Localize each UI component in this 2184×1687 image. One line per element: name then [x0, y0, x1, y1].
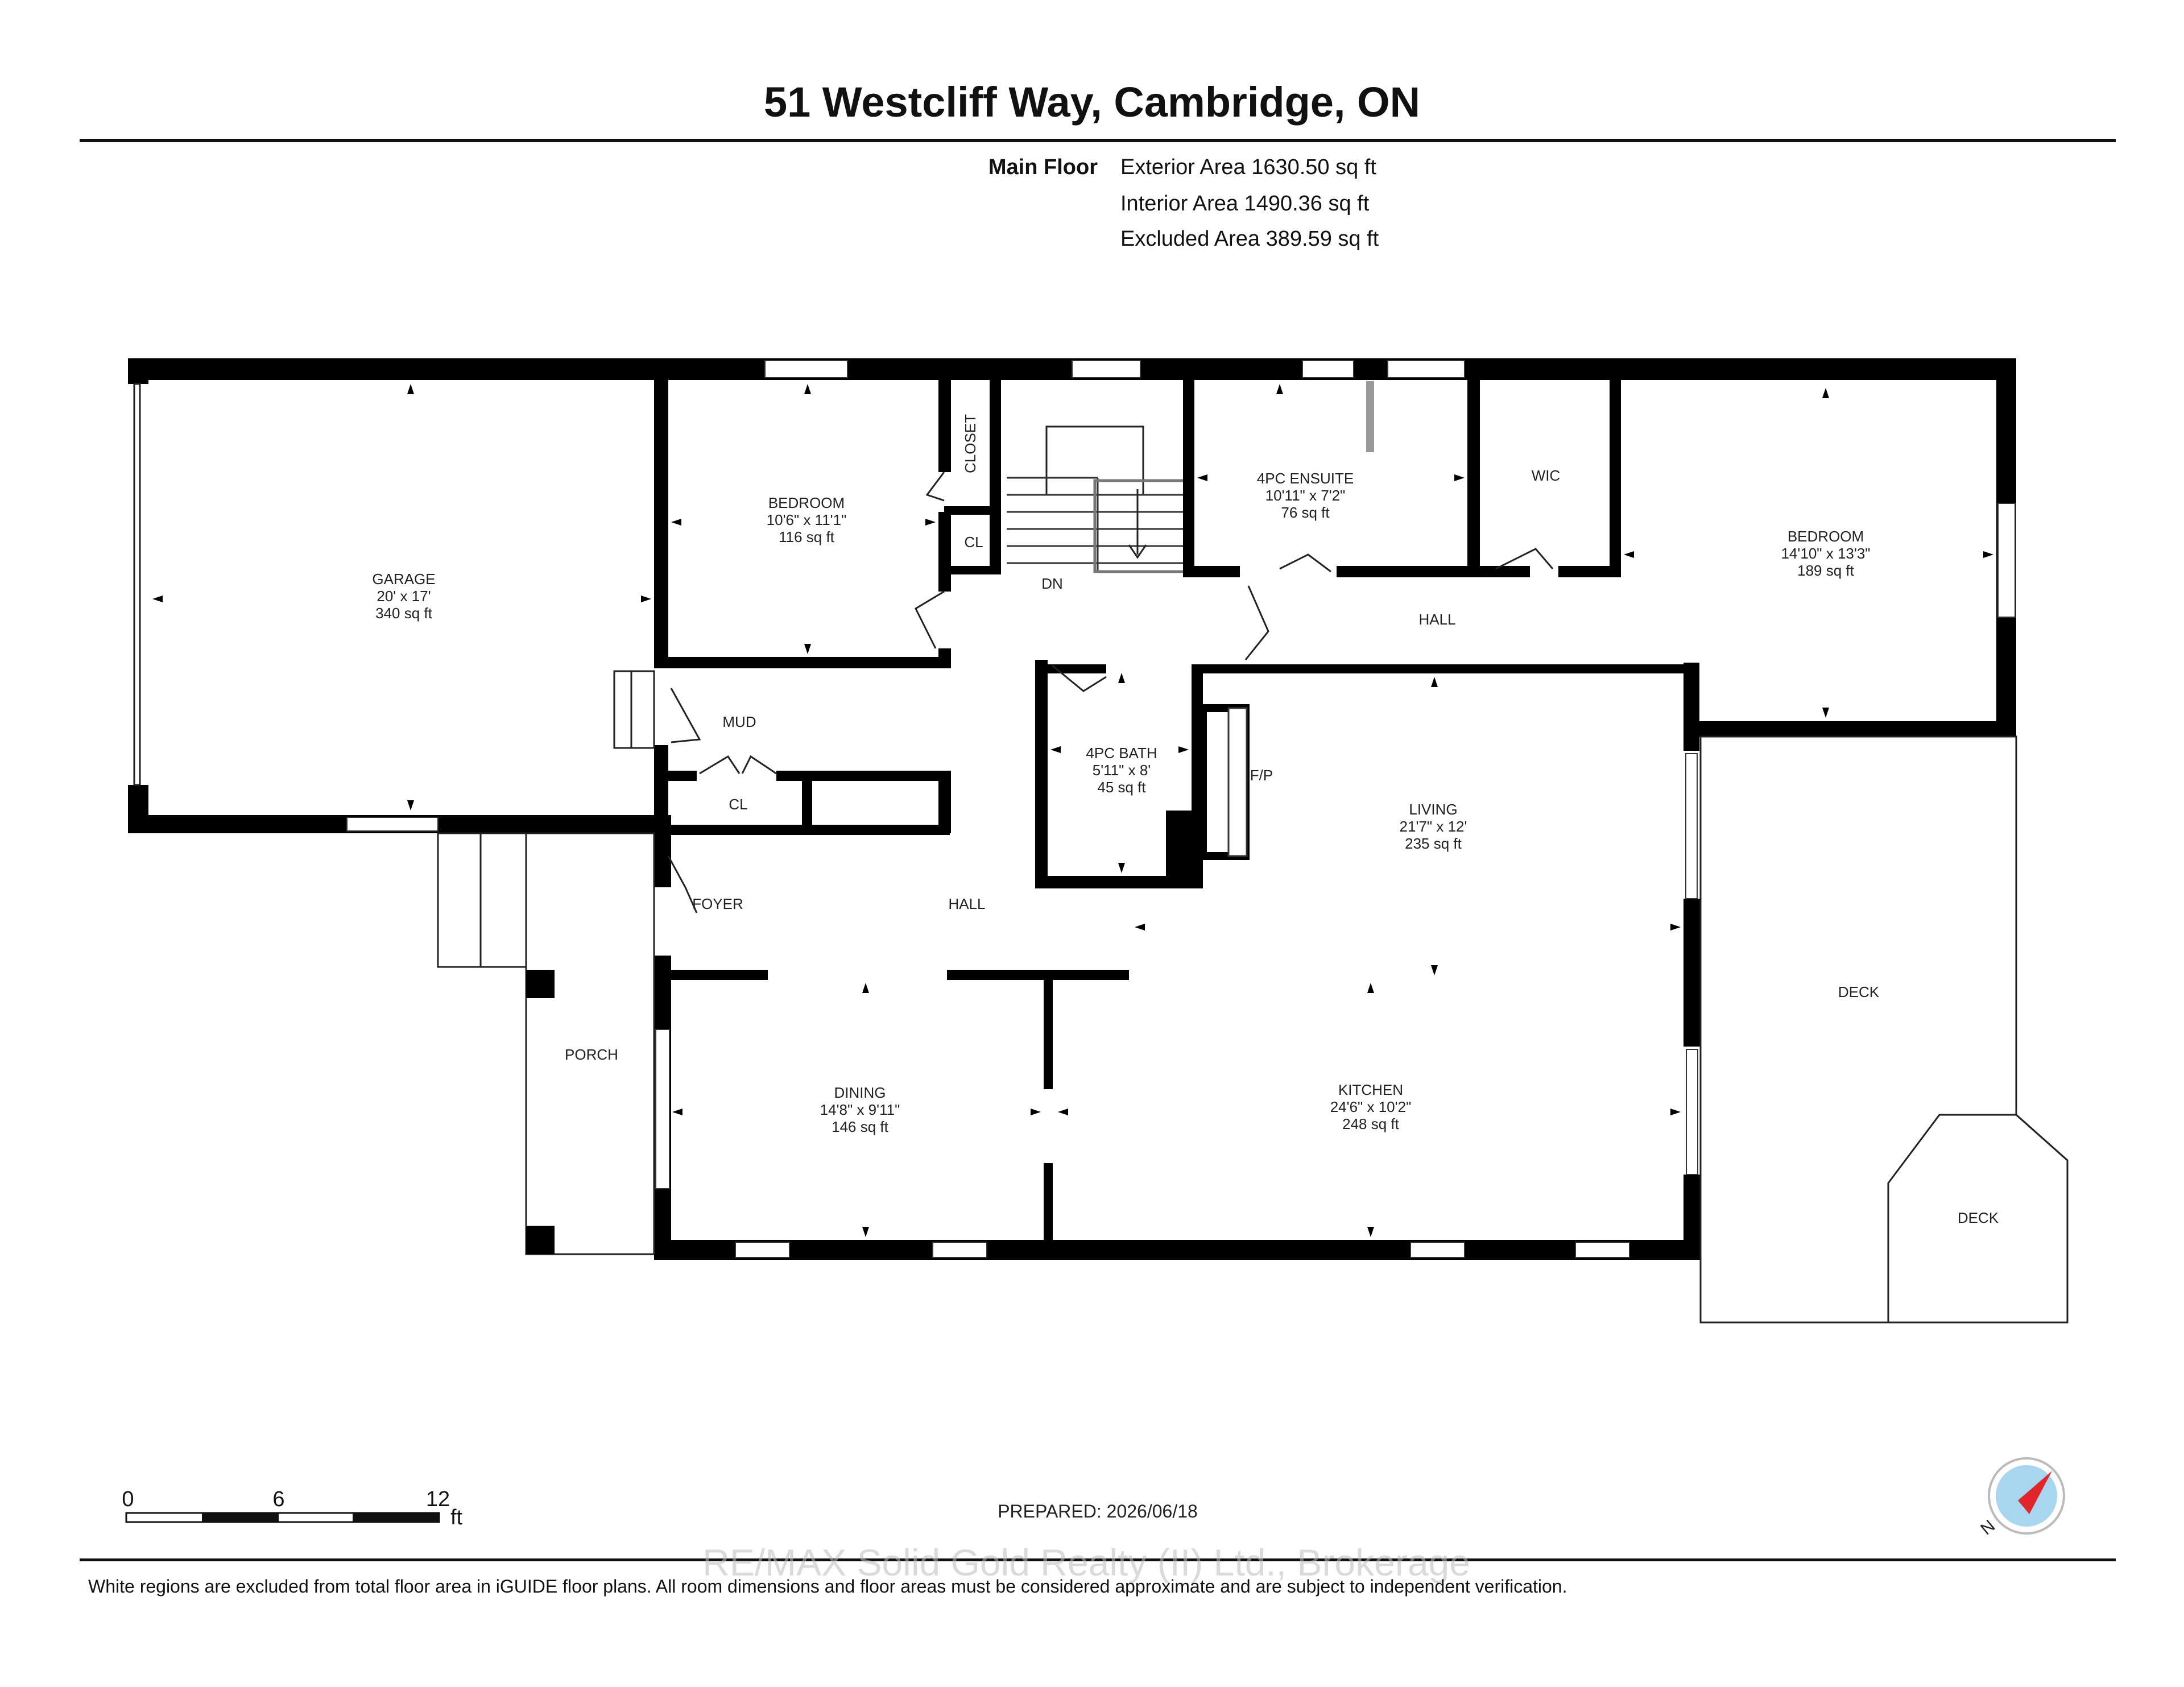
room-name: LIVING — [1409, 801, 1457, 818]
exterior-area: Exterior Area 1630.50 sq ft — [1120, 155, 1376, 179]
room-dims: 24'6" x 10'2" — [1330, 1098, 1412, 1115]
room-area: 45 sq ft — [1097, 779, 1146, 796]
room-mud: MUD — [722, 713, 756, 730]
room-area: 116 sq ft — [779, 528, 835, 545]
room-hall-upper: HALL — [1418, 611, 1455, 628]
room-kitchen: KITCHEN 24'6" x 10'2" 248 sq ft — [1330, 1081, 1412, 1132]
footnote: White regions are excluded from total fl… — [88, 1576, 1567, 1597]
room-dining: DINING 14'8" x 9'11" 146 sq ft — [820, 1084, 900, 1135]
room-area: 248 sq ft — [1342, 1115, 1400, 1132]
room-name: 4PC ENSUITE — [1257, 470, 1354, 487]
room-wic: WIC — [1532, 467, 1561, 484]
room-hall-lower: HALL — [948, 895, 985, 912]
room-foyer: FOYER — [692, 895, 743, 912]
room-name: GARAGE — [372, 570, 435, 588]
room-area: 189 sq ft — [1797, 562, 1855, 579]
room-area: 340 sq ft — [375, 605, 433, 622]
room-bedroom-1: BEDROOM 10'6" x 11'1" 116 sq ft — [767, 494, 847, 545]
room-porch: PORCH — [565, 1046, 618, 1063]
excluded-area: Excluded Area 389.59 sq ft — [1120, 227, 1379, 251]
header-rule — [80, 139, 2116, 142]
scale-bar: 0 6 12 ft — [122, 1487, 462, 1529]
stair-down-label: DN — [1041, 575, 1063, 592]
room-name: KITCHEN — [1338, 1081, 1403, 1098]
room-deck-2: DECK — [1958, 1209, 1999, 1226]
fireplace-label: F/P — [1250, 767, 1273, 784]
room-bath: 4PC BATH 5'11" x 8' 45 sq ft — [1086, 745, 1157, 796]
prepared-date: PREPARED: 2026/06/18 — [998, 1501, 1198, 1521]
compass-icon: N — [1977, 1457, 2065, 1539]
brokerage-watermark: RE/MAX Solid Gold Realty (II) Ltd., Brok… — [702, 1541, 1470, 1583]
scale-unit: ft — [450, 1506, 463, 1529]
compass-north-label: N — [1977, 1516, 1999, 1539]
room-cl-1: CL — [964, 534, 983, 551]
room-cl-2: CL — [729, 796, 747, 813]
room-area: 76 sq ft — [1281, 504, 1330, 521]
page-title: 51 Westcliff Way, Cambridge, ON — [764, 78, 1420, 126]
room-dims: 10'6" x 11'1" — [767, 511, 847, 528]
room-closet: CLOSET — [962, 414, 979, 473]
room-name: 4PC BATH — [1086, 745, 1157, 762]
room-deck-1: DECK — [1838, 983, 1880, 1000]
room-name: BEDROOM — [1788, 528, 1864, 545]
room-garage: GARAGE 20' x 17' 340 sq ft — [372, 570, 435, 622]
room-area: 235 sq ft — [1405, 835, 1462, 852]
scale-tick-6: 6 — [272, 1487, 284, 1511]
floor-name: Main Floor — [988, 155, 1098, 179]
room-dims: 20' x 17' — [377, 588, 431, 605]
floor-plan: GARAGE 20' x 17' 340 sq ft BEDROOM 10'6"… — [128, 358, 2069, 1324]
room-dims: 21'7" x 12' — [1400, 818, 1467, 835]
room-name: DINING — [834, 1084, 886, 1101]
room-living: LIVING 21'7" x 12' 235 sq ft — [1400, 801, 1467, 852]
room-area: 146 sq ft — [832, 1118, 889, 1135]
scale-tick-12: 12 — [426, 1487, 450, 1511]
room-dims: 5'11" x 8' — [1093, 762, 1151, 779]
scale-tick-0: 0 — [122, 1487, 134, 1511]
room-bedroom-2: BEDROOM 14'10" x 13'3" 189 sq ft — [1781, 528, 1870, 579]
footer-rule — [80, 1558, 2116, 1561]
room-dims: 14'10" x 13'3" — [1781, 545, 1870, 562]
room-dims: 10'11" x 7'2" — [1265, 487, 1346, 504]
room-ensuite: 4PC ENSUITE 10'11" x 7'2" 76 sq ft — [1257, 470, 1354, 521]
interior-area: Interior Area 1490.36 sq ft — [1120, 192, 1370, 216]
room-name: BEDROOM — [768, 494, 845, 511]
room-dims: 14'8" x 9'11" — [820, 1101, 900, 1118]
